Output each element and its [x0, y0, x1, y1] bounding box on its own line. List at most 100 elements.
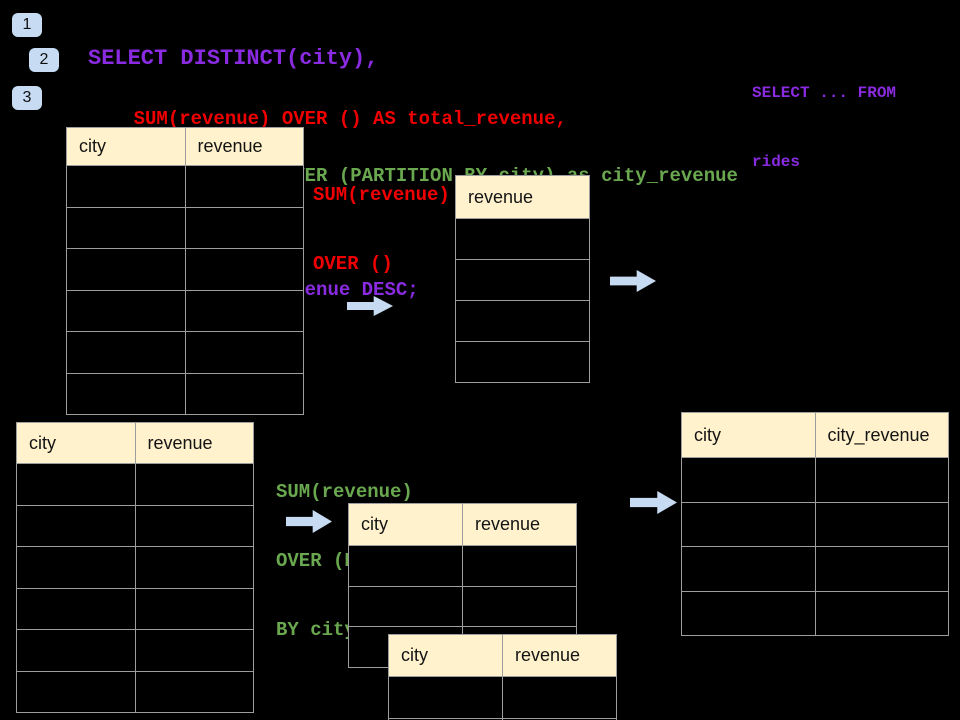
empty-cell	[67, 374, 185, 415]
empty-cell	[682, 503, 815, 547]
table-row	[349, 545, 576, 586]
table-row	[67, 372, 304, 415]
column-header-revenue: revenue	[468, 186, 534, 207]
table-row	[682, 501, 949, 547]
step-badge-1: 1	[12, 13, 42, 37]
empty-cell	[502, 677, 616, 718]
empty-cell	[134, 505, 254, 546]
empty-cell	[389, 677, 502, 718]
empty-cell	[134, 630, 254, 671]
empty-cell	[814, 547, 949, 591]
from-rides-note-line1: SELECT ... FROM	[752, 84, 897, 102]
empty-cell	[17, 589, 135, 630]
empty-cell	[462, 546, 576, 586]
table-city-revenue-result: city city_revenue	[681, 412, 949, 636]
table-row	[456, 341, 589, 382]
empty-cell	[349, 546, 462, 586]
empty-cell	[67, 208, 185, 249]
table-header-row: city city_revenue	[682, 413, 948, 457]
table-row	[389, 676, 616, 718]
empty-cell	[134, 588, 254, 629]
table-row	[67, 206, 304, 249]
step-badge-3: 3	[12, 86, 42, 110]
partition-annotation-line1: SUM(revenue)	[276, 481, 413, 503]
total-revenue-annotation: SUM(revenue) OVER ()	[313, 138, 450, 322]
empty-cell	[17, 506, 135, 547]
empty-cell	[134, 547, 254, 588]
table-row	[17, 546, 253, 588]
table-partition-front: city revenue	[348, 503, 577, 668]
right-arrow-icon-4	[630, 491, 677, 514]
table-row	[67, 289, 304, 332]
table-row	[67, 331, 303, 373]
table-row	[67, 165, 303, 207]
table-header-row: city revenue	[67, 128, 303, 165]
empty-cell	[184, 166, 304, 207]
empty-cell	[462, 586, 576, 626]
empty-cell	[349, 587, 462, 627]
from-rides-note-line2: rides	[752, 153, 801, 171]
empty-cell	[17, 672, 135, 713]
empty-cell	[184, 332, 304, 373]
table-total-revenue: revenue	[455, 175, 590, 383]
table-header-row: city revenue	[389, 635, 616, 676]
empty-cell	[17, 547, 135, 588]
table-row	[456, 218, 589, 259]
column-header-revenue: revenue	[184, 128, 304, 165]
from-rides-note: SELECT ... FROM rides	[752, 36, 896, 220]
table-row	[456, 300, 589, 341]
sql-line-select: SELECT DISTINCT(city),	[88, 46, 379, 71]
empty-cell	[184, 249, 304, 290]
empty-cell	[682, 458, 815, 502]
empty-cell	[17, 464, 135, 505]
table-row	[17, 587, 254, 630]
empty-cell	[67, 166, 185, 207]
total-annotation-line1: SUM(revenue)	[313, 184, 450, 206]
empty-cell	[682, 592, 815, 636]
table-partition-back: city revenue	[388, 634, 617, 720]
empty-cell	[814, 458, 949, 502]
table-row	[17, 504, 254, 547]
empty-cell	[134, 671, 254, 712]
column-header-revenue: revenue	[462, 504, 576, 545]
empty-cell	[17, 630, 135, 671]
column-header-city: city	[694, 424, 721, 445]
empty-cell	[456, 301, 589, 341]
empty-cell	[67, 291, 185, 332]
table-row	[17, 670, 254, 713]
column-header-city: city	[29, 432, 56, 453]
empty-cell	[814, 502, 949, 546]
empty-cell	[814, 591, 949, 635]
table-source-top: city revenue	[66, 127, 304, 415]
empty-cell	[456, 219, 589, 259]
column-header-revenue: revenue	[502, 635, 616, 676]
table-source-bottom: city revenue	[16, 422, 254, 713]
column-header-revenue: revenue	[134, 423, 254, 463]
table-row	[17, 629, 253, 671]
table-row	[682, 457, 948, 502]
column-header-city: city	[361, 514, 388, 534]
table-row	[17, 463, 253, 505]
table-header-row: city revenue	[349, 504, 576, 545]
step-badge-2: 2	[29, 48, 59, 72]
empty-cell	[67, 332, 185, 373]
table-row	[349, 585, 576, 627]
table-header-row: revenue	[456, 176, 589, 218]
empty-cell	[184, 290, 304, 331]
column-header-city: city	[79, 136, 106, 156]
empty-cell	[682, 547, 815, 591]
table-row	[682, 546, 948, 591]
empty-cell	[134, 464, 254, 505]
empty-cell	[184, 373, 304, 414]
column-header-city: city	[401, 645, 428, 665]
empty-cell	[184, 207, 304, 248]
empty-cell	[456, 260, 589, 300]
empty-cell	[456, 342, 589, 382]
sql-line-total-revenue: SUM(revenue) OVER () AS total_revenue,	[88, 108, 567, 130]
column-header-city_revenue: city_revenue	[814, 413, 949, 457]
total-annotation-line2: OVER ()	[313, 253, 393, 275]
table-row	[67, 248, 303, 290]
table-row	[682, 590, 949, 636]
empty-cell	[67, 249, 185, 290]
